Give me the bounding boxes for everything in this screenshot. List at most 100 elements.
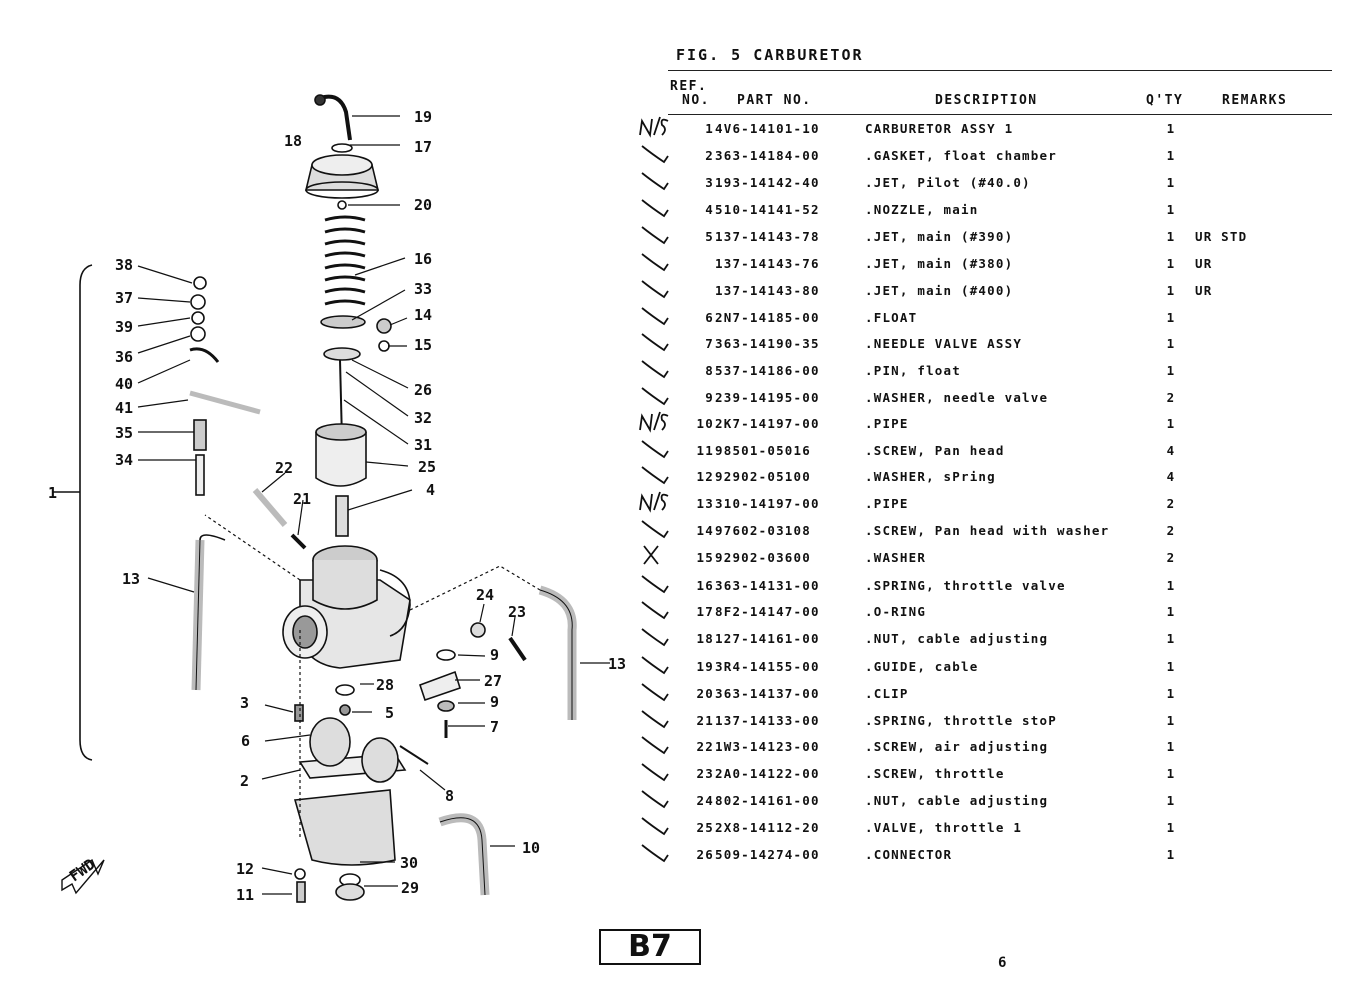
ref-no-cell: 11	[696, 443, 714, 458]
checkmark-icon	[641, 520, 669, 539]
description-cell: .WASHER, needle valve	[865, 390, 1049, 405]
part-no-cell: 363-14137-00	[715, 686, 820, 701]
checkmark-icon	[641, 710, 669, 729]
page-number: 6	[998, 955, 1007, 971]
qty-cell: 1	[1166, 229, 1176, 244]
remarks-cell: UR	[1195, 283, 1213, 298]
remarks-cell: UR STD	[1195, 229, 1248, 244]
description-cell: .PIN, float	[865, 363, 961, 378]
ref-no-cell: 4	[705, 202, 714, 217]
ref-no-cell: 7	[705, 336, 714, 351]
ref-no-cell: 15	[696, 550, 714, 565]
checkmark-icon	[641, 145, 669, 164]
part-no-cell: 137-14143-76	[715, 256, 820, 271]
description-cell: .WASHER	[865, 550, 927, 565]
part-no-cell: 363-14190-35	[715, 336, 820, 351]
ref-no-cell: 22	[696, 739, 714, 754]
qty-cell: 1	[1166, 820, 1176, 835]
description-cell: .JET, Pilot (#40.0)	[865, 175, 1031, 190]
checkmark-icon	[641, 683, 669, 702]
ref-no-cell: 5	[705, 229, 714, 244]
qty-cell: 1	[1166, 604, 1176, 619]
description-cell: .SCREW, throttle	[865, 766, 1005, 781]
qty-cell: 1	[1166, 416, 1176, 431]
part-no-cell: 2A0-14122-00	[715, 766, 820, 781]
ref-no-cell: 9	[705, 390, 714, 405]
carburetor-exploded-diagram: FWD 123456789910111213131415161718192021…	[48, 94, 626, 904]
callout-number: 29	[401, 879, 419, 897]
qty-cell: 1	[1166, 631, 1176, 646]
qty-cell: 4	[1166, 469, 1176, 484]
callout-number: 16	[414, 250, 432, 268]
qty-cell: 1	[1166, 148, 1176, 163]
callout-number: 13	[122, 570, 140, 588]
callout-number: 35	[115, 424, 133, 442]
callout-number: 3	[240, 694, 249, 712]
qty-cell: 1	[1166, 766, 1176, 781]
ref-no-cell: 13	[696, 496, 714, 511]
part-no-cell: 4V6-14101-10	[715, 121, 820, 136]
part-no-cell: 510-14141-52	[715, 202, 820, 217]
qty-cell: 1	[1166, 713, 1176, 728]
ref-no-cell: 8	[705, 363, 714, 378]
checkmark-icon	[641, 628, 669, 647]
section-badge: B7	[599, 929, 701, 965]
callout-number: 11	[236, 886, 254, 904]
description-cell: .WASHER, sPring	[865, 469, 996, 484]
description-cell: .SCREW, air adjusting	[865, 739, 1049, 754]
callout-number: 18	[284, 132, 302, 150]
callout-number: 13	[608, 655, 626, 673]
callout-number: 12	[236, 860, 254, 878]
callout-number: 30	[400, 854, 418, 872]
part-no-cell: 239-14195-00	[715, 390, 820, 405]
checkmark-icon	[641, 440, 669, 459]
ref-no-cell: 20	[696, 686, 714, 701]
header-remarks: REMARKS	[1222, 93, 1288, 108]
header-ref-line2: NO.	[682, 93, 710, 108]
callout-number: 15	[414, 336, 432, 354]
part-no-cell: 1W3-14123-00	[715, 739, 820, 754]
part-no-cell: 137-14143-78	[715, 229, 820, 244]
callout-number: 8	[445, 787, 454, 805]
callout-number: 26	[414, 381, 432, 399]
not-supplied-mark-icon	[639, 116, 669, 138]
part-no-cell: 97602-03108	[715, 523, 811, 538]
callout-number: 1	[48, 484, 57, 502]
callout-number: 31	[414, 436, 432, 454]
callout-number: 24	[476, 586, 494, 604]
qty-cell: 2	[1166, 550, 1176, 565]
ref-no-cell: 24	[696, 793, 714, 808]
callout-number: 37	[115, 289, 133, 307]
part-no-cell: 310-14197-00	[715, 496, 820, 511]
description-cell: .FLOAT	[865, 310, 918, 325]
ref-no-cell: 26	[696, 847, 714, 862]
checkmark-icon	[641, 387, 669, 406]
ref-no-cell: 25	[696, 820, 714, 835]
table-top-rule	[668, 70, 1332, 71]
qty-cell: 1	[1166, 121, 1176, 136]
qty-cell: 1	[1166, 363, 1176, 378]
qty-cell: 1	[1166, 336, 1176, 351]
qty-cell: 1	[1166, 256, 1176, 271]
ref-no-cell: 23	[696, 766, 714, 781]
ref-no-cell: 6	[705, 310, 714, 325]
description-cell: .O-RING	[865, 604, 927, 619]
checkmark-icon	[641, 656, 669, 675]
callout-number: 6	[241, 732, 250, 750]
callout-number: 39	[115, 318, 133, 336]
